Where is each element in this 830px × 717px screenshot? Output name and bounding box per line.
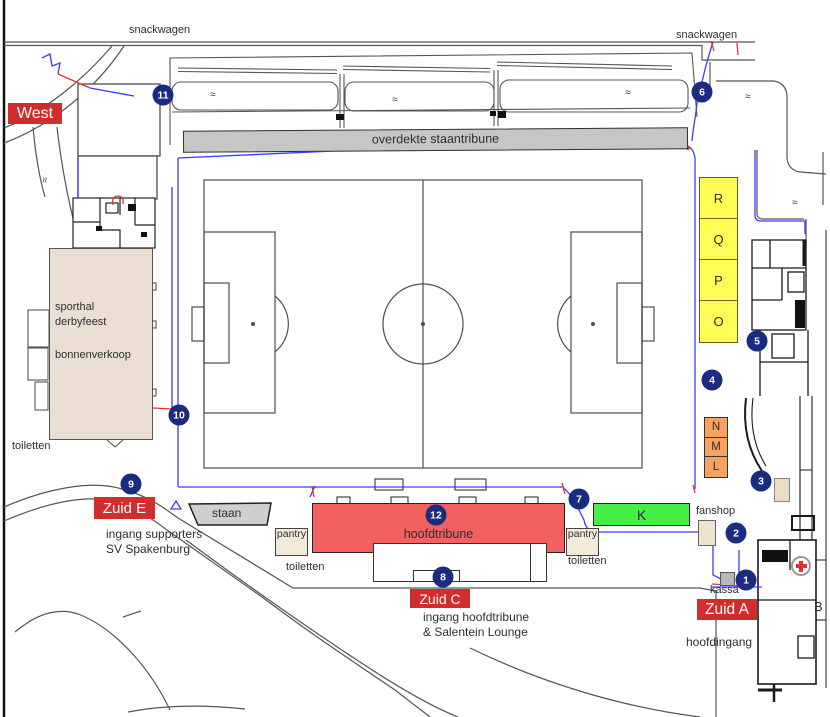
toiletten-right-label: toiletten [568,555,607,567]
marker-5: 5 [746,330,768,352]
main-entrance-label-2: & Salentein Lounge [423,625,528,639]
staan-area-shape [187,502,272,526]
dugouts [336,478,539,505]
partial-letter-label: B [814,599,823,614]
first-aid-cross-v [799,560,803,572]
main-entrance-label-1: ingang hoofdtribune [423,610,530,624]
section-K: K [593,503,690,526]
marker-6: 6 [691,81,713,103]
pantry-left-label: pantry [276,528,307,540]
snackwagen-right-label: snackwagen [676,29,738,41]
hoofdingang-label: hoofdingang [686,635,753,649]
marker-1: 1 [735,569,757,591]
entrance-zuid-a-tag: Zuid A [697,599,757,620]
northwest-buildings [77,83,161,200]
kassa-box [720,572,735,586]
marker-4: 4 [701,369,723,391]
first-aid-icon [791,556,811,576]
staan-label: staan [212,506,242,520]
lounge-divider [530,543,531,582]
pantry-right-label: pantry [567,528,598,540]
section-column-east: R Q P O [699,177,738,343]
sporthal-label-1: sporthal [55,301,95,313]
east-kiosk-box [774,478,790,502]
water-icon: ≈ [745,91,751,103]
water-icon: ≈ [210,89,216,101]
marker-8: 8 [432,566,454,588]
marker-10: 10 [168,404,190,426]
marker-7: 7 [568,488,590,510]
section-P: P [700,260,737,301]
marker-3: 3 [750,470,772,492]
entrance-zuid-c-tag: Zuid C [410,589,470,608]
water-icon: ≈ [625,87,631,99]
fanshop-box [698,520,716,546]
supporters-entrance-label-2: SV Spakenburg [106,542,191,556]
marker-11: 11 [152,84,174,106]
marker-9: 9 [120,473,142,495]
salentein-lounge-building [373,543,547,582]
fanshop-label: fanshop [696,505,736,517]
section-N: N [705,418,727,438]
marker-12: 12 [425,504,447,526]
sporthal-details [27,282,157,448]
sporthal-label-3: bonnenverkoop [55,349,131,361]
water-icon: ≈ [392,94,398,106]
water-icon: ≈ [38,177,50,183]
covered-standing-stand: overdekte staantribune [182,127,689,153]
section-L: L [705,457,727,477]
marker-2: 2 [725,522,747,544]
east-building-complex [744,230,827,702]
sporthal-building [49,248,153,440]
snackwagen-left-label: snackwagen [129,24,191,36]
water-icon: ≈ [792,197,798,209]
sporthal-annex [72,197,156,249]
kassa-label: kassa [710,584,739,596]
section-R: R [700,178,737,219]
pantry-right-box: pantry [566,528,599,556]
section-column-southeast: N M L [704,417,728,478]
supporters-entrance-label-1: ingang supporters [106,527,203,541]
section-Q: Q [700,219,737,260]
toiletten-center-label: toiletten [286,561,325,573]
football-pitch [191,179,655,469]
section-M: M [705,437,727,458]
entrance-zuid-e-tag: Zuid E [94,497,155,519]
entrance-west-tag: West [8,103,62,124]
pantry-left-box: pantry [275,528,308,556]
section-O: O [700,301,737,342]
toiletten-left-label: toiletten [12,440,51,452]
covered-standing-stand-label: overdekte staantribune [371,131,500,147]
sporthal-label-2: derbyfeest [55,316,107,328]
